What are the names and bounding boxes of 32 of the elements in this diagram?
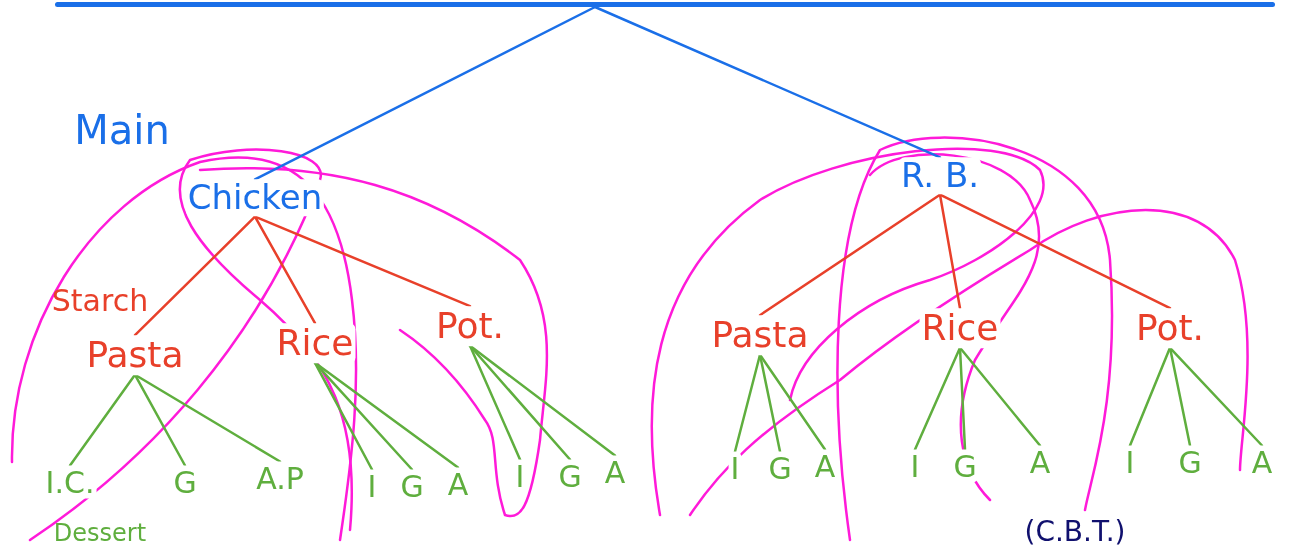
tree-branch-line (133, 373, 282, 463)
tree-branch-line (133, 373, 187, 467)
handwritten-label: (C.B.T.) (1024, 516, 1126, 548)
tree-branch-line (913, 346, 962, 451)
tree-branch-line (958, 346, 967, 451)
tree-branch-line (468, 344, 617, 457)
tree-branch-line (253, 215, 317, 325)
tree-branch-line (313, 361, 460, 469)
tree-branch-line (758, 193, 942, 317)
handwritten-label: Main (74, 108, 170, 152)
tree-branch-line (68, 373, 137, 467)
tree-node-text: Rice (919, 308, 1001, 348)
tree-branch-line (1168, 346, 1264, 447)
tree-branch-line (758, 353, 827, 451)
handwritten-label: Dessert (53, 519, 147, 547)
tree-branch-line (1168, 346, 1192, 447)
tree-branch-line (958, 346, 1042, 447)
tree-branch-line (733, 353, 762, 453)
tree-branch-line (758, 353, 782, 453)
tree-branch-line (253, 5, 597, 181)
tree-branch-line (133, 215, 257, 337)
tree-branch-line (253, 215, 472, 308)
top-bar (55, 2, 1275, 7)
tree-node-text: Chicken (185, 179, 325, 217)
tree-node-text: R. B. (898, 157, 982, 195)
handwritten-label: Starch (51, 283, 149, 317)
tree-branch-line (468, 344, 522, 461)
tree-branch-line (938, 193, 1172, 310)
tree-branch-line (593, 5, 942, 159)
tree-branch-line (313, 361, 374, 471)
tree-branch-line (1128, 346, 1172, 447)
tree-branch-line (938, 193, 962, 310)
